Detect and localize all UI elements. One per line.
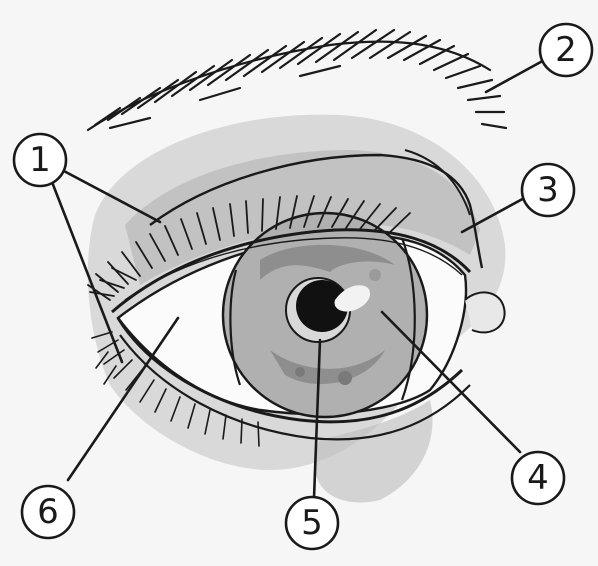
callout-1: 1 <box>14 134 66 186</box>
callout-5: 5 <box>286 497 338 549</box>
callout-3: 3 <box>522 164 574 216</box>
callout-4: 4 <box>512 452 564 504</box>
callout-2: 2 <box>540 24 592 76</box>
callout-number-3: 3 <box>537 170 559 210</box>
callout-6: 6 <box>22 486 74 538</box>
callout-number-6: 6 <box>37 492 59 532</box>
iris-speck <box>338 371 352 385</box>
callout-number-1: 1 <box>29 140 51 180</box>
iris-speck <box>369 269 381 281</box>
iris-speck <box>295 367 305 377</box>
callout-number-2: 2 <box>555 30 577 70</box>
callout-number-4: 4 <box>527 458 549 498</box>
callout-number-5: 5 <box>301 503 323 543</box>
